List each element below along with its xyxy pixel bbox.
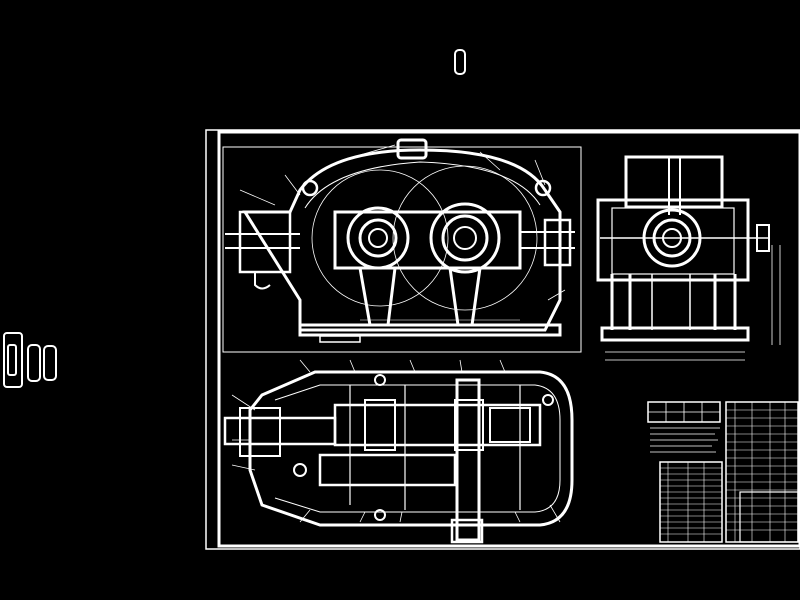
output-shaft [520,231,575,249]
side-mid-inner [611,207,735,275]
stray-mark-left-2 [7,344,17,376]
top-leaders-upper [299,359,506,373]
front-view-frame [222,146,582,353]
side-base [600,326,750,342]
title-block-area [647,401,799,543]
gear-pitch-circle-left [311,169,449,307]
stray-mark-left-3 [27,344,41,382]
side-shaft-end [756,224,770,252]
top-output-end [450,518,484,544]
top-bolt-1 [293,463,307,477]
top-housing-inner [274,384,561,513]
top-input-bearing [239,407,281,457]
sheet-outer-border [205,129,800,550]
sheet-inner-border [217,130,800,548]
top-leaders-left [231,394,256,471]
spec-table-grid [648,402,720,422]
top-section-view [223,359,574,544]
top-bolt-4 [542,394,554,406]
boss-left-outer [346,206,410,270]
side-center-split [668,157,681,215]
input-bracket [254,272,271,290]
front-view [222,138,582,353]
rib-right [448,267,482,326]
input-cap [238,210,292,274]
top-gear-mid [454,399,484,451]
parts-list-right-rows [726,402,798,542]
stray-marks [3,49,466,388]
side-vertical-dims [771,245,781,345]
top-housing-outline [248,370,574,527]
rib-left [358,267,397,326]
stray-mark-left-4 [43,345,57,381]
lifting-lug-left [301,179,319,197]
boss-right-inner [441,214,489,262]
output-cap [543,218,572,267]
top-gear-right [489,407,531,443]
top-leaders-lower [299,504,561,523]
top-gear-band-1 [333,403,542,447]
top-gear-left [364,399,396,451]
boss-right-outer [429,202,501,274]
housing-outline [242,148,562,332]
title-block [739,491,799,543]
housing-inner-curve [304,161,541,209]
parts-list-left [659,461,723,543]
top-output-shaft [455,378,481,542]
top-bolt-3 [374,509,386,521]
stray-mark-top [454,49,466,75]
gear-pitch-circle-right [392,165,538,311]
top-gear-band-2 [318,453,457,487]
parts-list-left-rows [660,462,722,542]
shaft-left [368,228,388,248]
base-foot [319,335,361,343]
front-leaders [239,144,566,301]
input-shaft [225,233,300,249]
side-inner-legs [651,274,691,330]
side-legs [610,274,737,330]
shaft-right [453,226,477,250]
housing-base [298,323,562,337]
tech-notes [650,427,720,453]
stray-mark-left-1 [3,332,23,388]
bearing-boss-band [333,210,522,270]
inspection-cover [396,138,428,160]
side-dim-lines [605,351,745,361]
side-top-housing [624,155,724,209]
side-mid-housing [596,198,750,282]
top-section-lines [349,385,521,510]
top-bolt-2 [374,374,386,386]
parts-list-right [725,401,799,543]
boss-left-inner [358,218,398,258]
side-view [596,155,781,361]
